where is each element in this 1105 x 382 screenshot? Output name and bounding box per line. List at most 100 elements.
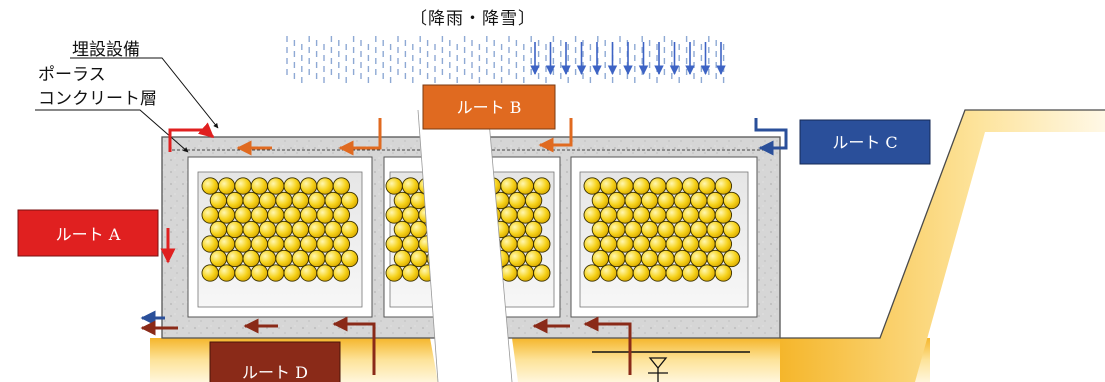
cable-pipe bbox=[332, 235, 351, 253]
cable-pipe bbox=[385, 264, 403, 282]
route-b-box: ルート B bbox=[422, 84, 556, 130]
cable-pipe bbox=[640, 249, 659, 268]
route-d-arrow-5 bbox=[583, 316, 632, 375]
cable-pipe bbox=[657, 191, 675, 210]
cable-pipe bbox=[599, 264, 618, 282]
cable-pipe bbox=[616, 264, 634, 282]
cable-pipe bbox=[258, 220, 277, 239]
cable-pipe bbox=[665, 206, 683, 224]
cable-pipe bbox=[516, 206, 535, 224]
cable-pipe bbox=[714, 177, 733, 195]
cable-pipe bbox=[291, 220, 310, 239]
cable-pipe bbox=[291, 249, 310, 268]
cable-pipe bbox=[657, 249, 675, 268]
cable-pipe bbox=[706, 191, 724, 210]
cable-pipe bbox=[599, 177, 618, 195]
cable-pipe bbox=[250, 264, 269, 282]
cable-pipe bbox=[500, 177, 518, 195]
cable-pipe bbox=[591, 220, 610, 239]
cable-pipe bbox=[234, 177, 252, 195]
cable-pipe bbox=[665, 264, 683, 282]
cable-pipe bbox=[385, 177, 403, 195]
cable-pipe bbox=[698, 177, 716, 195]
cable-pipe bbox=[640, 191, 659, 210]
cable-pipe bbox=[316, 177, 334, 195]
cable-pipe bbox=[267, 206, 285, 224]
cable-pipe bbox=[500, 206, 518, 224]
cable-pipe bbox=[316, 235, 334, 253]
route-a-arrow-top bbox=[168, 122, 215, 152]
cable-pipe bbox=[234, 264, 252, 282]
cable-pipe bbox=[217, 206, 236, 224]
cable-pipe bbox=[250, 206, 269, 224]
cable-pipe bbox=[722, 191, 741, 210]
cable-pipe bbox=[500, 235, 518, 253]
cable-pipe bbox=[401, 264, 420, 282]
porous-label-leader bbox=[35, 109, 189, 153]
cable-pipe bbox=[516, 235, 535, 253]
cable-pipe bbox=[690, 191, 708, 210]
cable-pipe bbox=[291, 191, 310, 210]
cable-pipe bbox=[267, 235, 285, 253]
cable-pipe bbox=[308, 249, 326, 268]
cable-pipe bbox=[706, 220, 724, 239]
ground-slope bbox=[780, 110, 1105, 382]
cable-pipe bbox=[649, 206, 667, 224]
cable-pipe bbox=[657, 220, 675, 239]
cable-pipe bbox=[632, 264, 651, 282]
cable-pipe bbox=[283, 206, 301, 224]
cable-pipe bbox=[385, 206, 403, 224]
cable-pipe bbox=[624, 220, 642, 239]
cable-pipe bbox=[616, 177, 634, 195]
cable-pipe bbox=[681, 177, 700, 195]
cable-pipe bbox=[524, 249, 543, 268]
cable-pipe bbox=[583, 177, 601, 195]
cable-pipe bbox=[401, 235, 420, 253]
cable-pipe bbox=[533, 264, 551, 282]
porous-concrete-label-line1: ポーラス bbox=[38, 65, 106, 85]
cable-pipe bbox=[283, 177, 301, 195]
cable-pipe bbox=[275, 191, 293, 210]
cable-pipe bbox=[640, 220, 659, 239]
cable-pipe bbox=[242, 249, 260, 268]
cable-pipe bbox=[608, 191, 626, 210]
route-c-label: ルート C bbox=[832, 133, 897, 152]
cable-pipe bbox=[217, 235, 236, 253]
cable-pipe bbox=[698, 235, 716, 253]
cable-pipe bbox=[722, 249, 741, 268]
section-break-edge-right bbox=[487, 109, 513, 382]
cable-pipe bbox=[624, 249, 642, 268]
cable-pipe bbox=[201, 264, 219, 282]
precipitation-area bbox=[286, 36, 726, 83]
cable-pipe bbox=[267, 264, 285, 282]
cable-pipe bbox=[299, 206, 318, 224]
cable-pipe bbox=[340, 220, 359, 239]
cable-pipe bbox=[698, 264, 716, 282]
cable-pipe bbox=[714, 264, 733, 282]
route-c-box: ルート C bbox=[799, 119, 931, 165]
cable-pipe bbox=[533, 177, 551, 195]
cable-pipe bbox=[324, 249, 342, 268]
cable-pipe bbox=[201, 235, 219, 253]
ground-slope-edge bbox=[780, 109, 1105, 339]
buried-label-leader bbox=[70, 57, 219, 129]
cable-pipe bbox=[209, 249, 228, 268]
cable-pipe bbox=[201, 206, 219, 224]
cable-pipe bbox=[591, 191, 610, 210]
route-d-label: ルート D bbox=[242, 363, 308, 382]
route-d-box: ルート D bbox=[209, 341, 341, 382]
cable-pipe bbox=[698, 206, 716, 224]
cable-pipe bbox=[401, 177, 420, 195]
cable-pipe bbox=[299, 235, 318, 253]
precipitation-label: 〔降雨・降雪〕 bbox=[410, 9, 536, 29]
section-break-edge-left bbox=[417, 109, 439, 382]
cable-pipe bbox=[632, 177, 651, 195]
route-a-label: ルート A bbox=[56, 225, 121, 244]
cable-pipe bbox=[283, 264, 301, 282]
buried-equipment-label: 埋設設備 bbox=[72, 40, 140, 60]
cable-pipe bbox=[583, 206, 601, 224]
cable-pipe bbox=[649, 264, 667, 282]
cable-pipe bbox=[681, 235, 700, 253]
cable-pipe bbox=[508, 249, 526, 268]
